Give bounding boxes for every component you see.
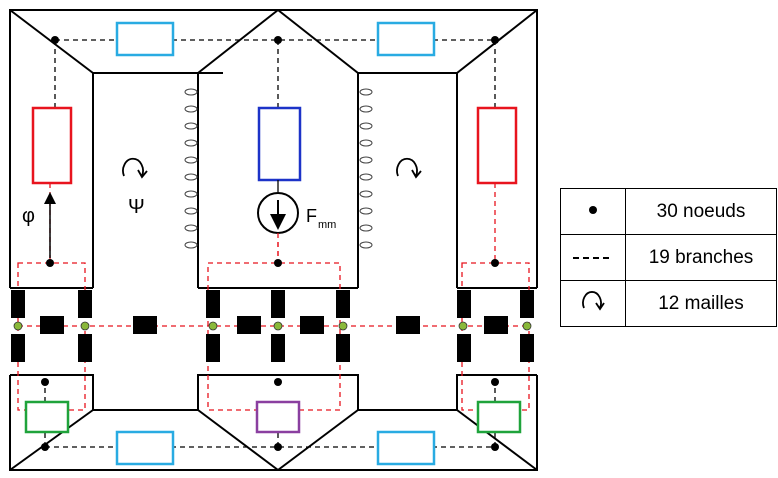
reluctance-right-limb	[476, 106, 518, 185]
airgap-blocks	[11, 290, 534, 362]
legend-symbol-cell	[560, 280, 626, 327]
reluctance-center-limb	[257, 106, 302, 182]
reluctance-yoke-left	[24, 400, 70, 434]
fmm-label: F	[306, 206, 317, 226]
reluctance-top-right	[376, 21, 436, 57]
mesh-arrow-left-icon	[122, 157, 148, 179]
black-nodes	[41, 36, 499, 451]
reluctance-top-left	[115, 21, 175, 57]
reluctance-yoke-right	[476, 400, 522, 434]
coil-winding-left	[184, 88, 198, 249]
magnetic-circuit-diagram: F mm φ Ψ	[9, 9, 538, 471]
reluctance-bottom-right	[376, 430, 436, 466]
phi-label: φ	[22, 205, 35, 227]
legend-symbol-cell	[560, 234, 626, 281]
mesh-arrow-right-icon	[396, 157, 422, 179]
legend-symbol-cell	[560, 188, 626, 235]
node-dot-icon	[589, 205, 597, 214]
core-bottom-outline	[9, 374, 538, 471]
legend-row: 30 noeuds	[560, 188, 777, 235]
fmm-subscript: mm	[318, 219, 336, 231]
legend-row: 19 branches	[560, 234, 777, 281]
dashed-branches	[44, 39, 496, 448]
reluctance-yoke-center	[255, 400, 301, 434]
mmf-source	[257, 192, 299, 262]
legend-text: 19 branches	[625, 234, 777, 281]
legend-text: 12 mailles	[625, 280, 777, 327]
legend-text: 30 noeuds	[625, 188, 777, 235]
psi-label: Ψ	[128, 196, 145, 218]
coil-winding-right	[359, 88, 373, 249]
airgap-nodes	[13, 321, 532, 331]
reluctance-left-limb	[31, 106, 73, 185]
curved-arrow-icon	[582, 290, 605, 311]
dashed-line-icon	[573, 256, 613, 259]
legend-table: 30 noeuds 19 branches 12 mailles	[560, 188, 777, 327]
air-reluctances	[115, 21, 436, 466]
legend-row: 12 mailles	[560, 280, 777, 327]
reluctance-bottom-left	[115, 430, 175, 466]
